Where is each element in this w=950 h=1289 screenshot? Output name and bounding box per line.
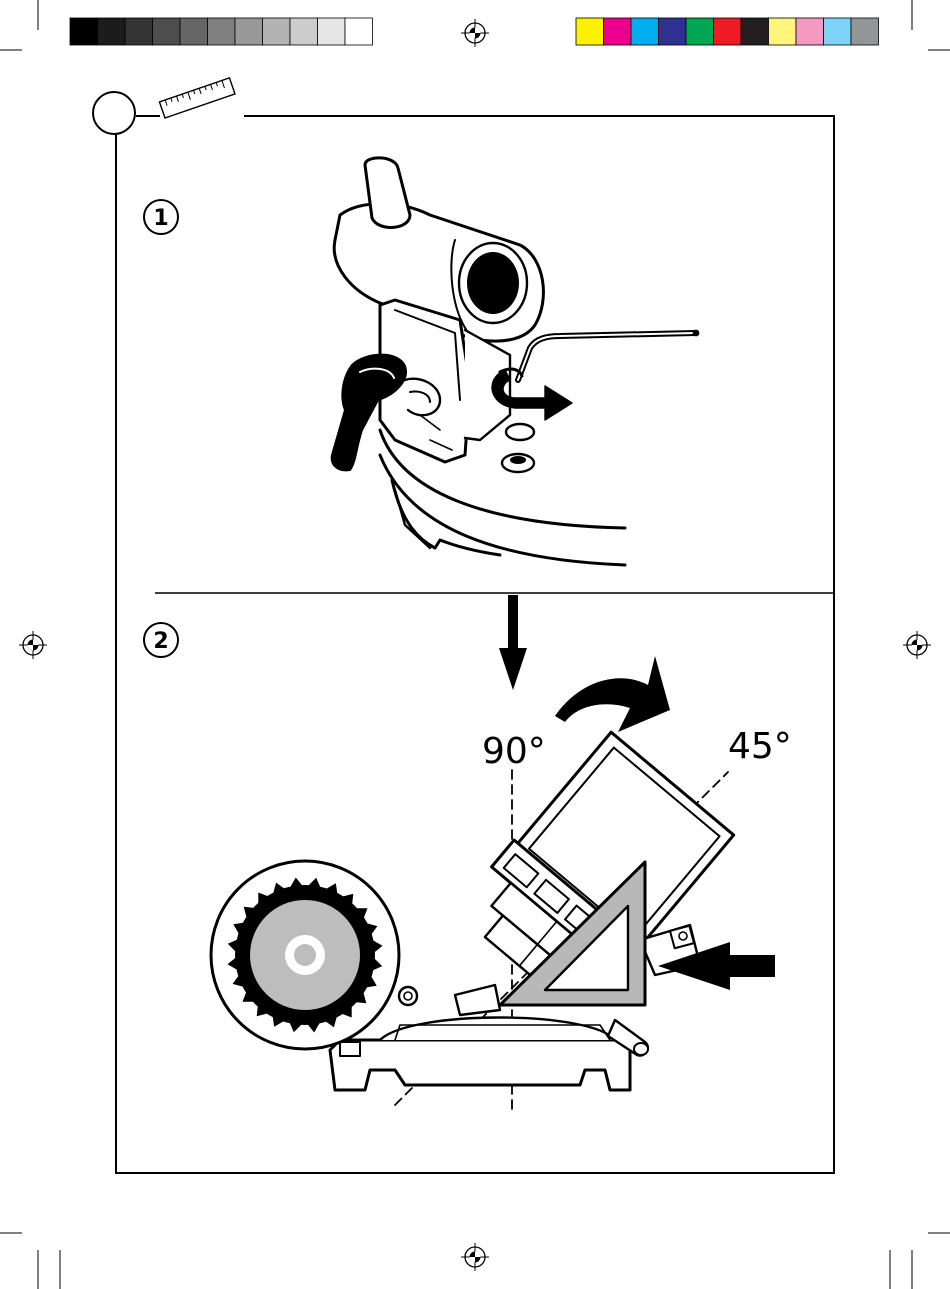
gray-swatch bbox=[70, 18, 98, 45]
angle-label-45: 45° bbox=[728, 726, 792, 767]
gray-swatch bbox=[290, 18, 318, 45]
step-1-illustration bbox=[332, 158, 700, 565]
gray-swatch bbox=[153, 18, 181, 45]
color-swatch bbox=[851, 18, 879, 45]
gray-swatch bbox=[263, 18, 291, 45]
color-swatch bbox=[604, 18, 632, 45]
housing-bore bbox=[467, 252, 519, 314]
svg-text:2: 2 bbox=[153, 629, 168, 654]
gray-swatch bbox=[98, 18, 126, 45]
gray-swatch bbox=[345, 18, 373, 45]
color-swatch bbox=[796, 18, 824, 45]
registration-mark-bottom bbox=[461, 1243, 489, 1271]
step-2-illustration bbox=[211, 595, 775, 1110]
color-swatch bbox=[769, 18, 797, 45]
tilt-arrow-icon bbox=[555, 656, 670, 732]
gray-swatch bbox=[318, 18, 346, 45]
svg-text:1: 1 bbox=[153, 206, 168, 231]
color-swatch bbox=[824, 18, 852, 45]
color-swatch bbox=[714, 18, 742, 45]
color-swatch bbox=[576, 18, 604, 45]
color-swatch bbox=[741, 18, 769, 45]
registration-mark-right bbox=[903, 631, 931, 659]
angle-label-90: 90° bbox=[482, 731, 546, 772]
saw-blade-icon bbox=[211, 861, 399, 1049]
section-circle bbox=[93, 92, 135, 134]
registration-mark-left bbox=[19, 631, 47, 659]
gray-swatch bbox=[125, 18, 153, 45]
gray-swatch bbox=[180, 18, 208, 45]
hex-key bbox=[518, 333, 695, 380]
step-2-badge: 2 bbox=[144, 623, 178, 657]
color-swatch bbox=[631, 18, 659, 45]
gray-swatch bbox=[235, 18, 263, 45]
cmyk-color-bar bbox=[576, 18, 879, 45]
color-swatch bbox=[686, 18, 714, 45]
saw-base bbox=[330, 1040, 630, 1090]
down-arrow-icon bbox=[499, 595, 527, 690]
step-1-badge: 1 bbox=[144, 200, 178, 234]
ruler-icon bbox=[159, 78, 235, 118]
color-swatch bbox=[659, 18, 687, 45]
grayscale-color-bar bbox=[70, 18, 373, 45]
registration-mark-top bbox=[461, 19, 489, 47]
gray-swatch bbox=[208, 18, 236, 45]
